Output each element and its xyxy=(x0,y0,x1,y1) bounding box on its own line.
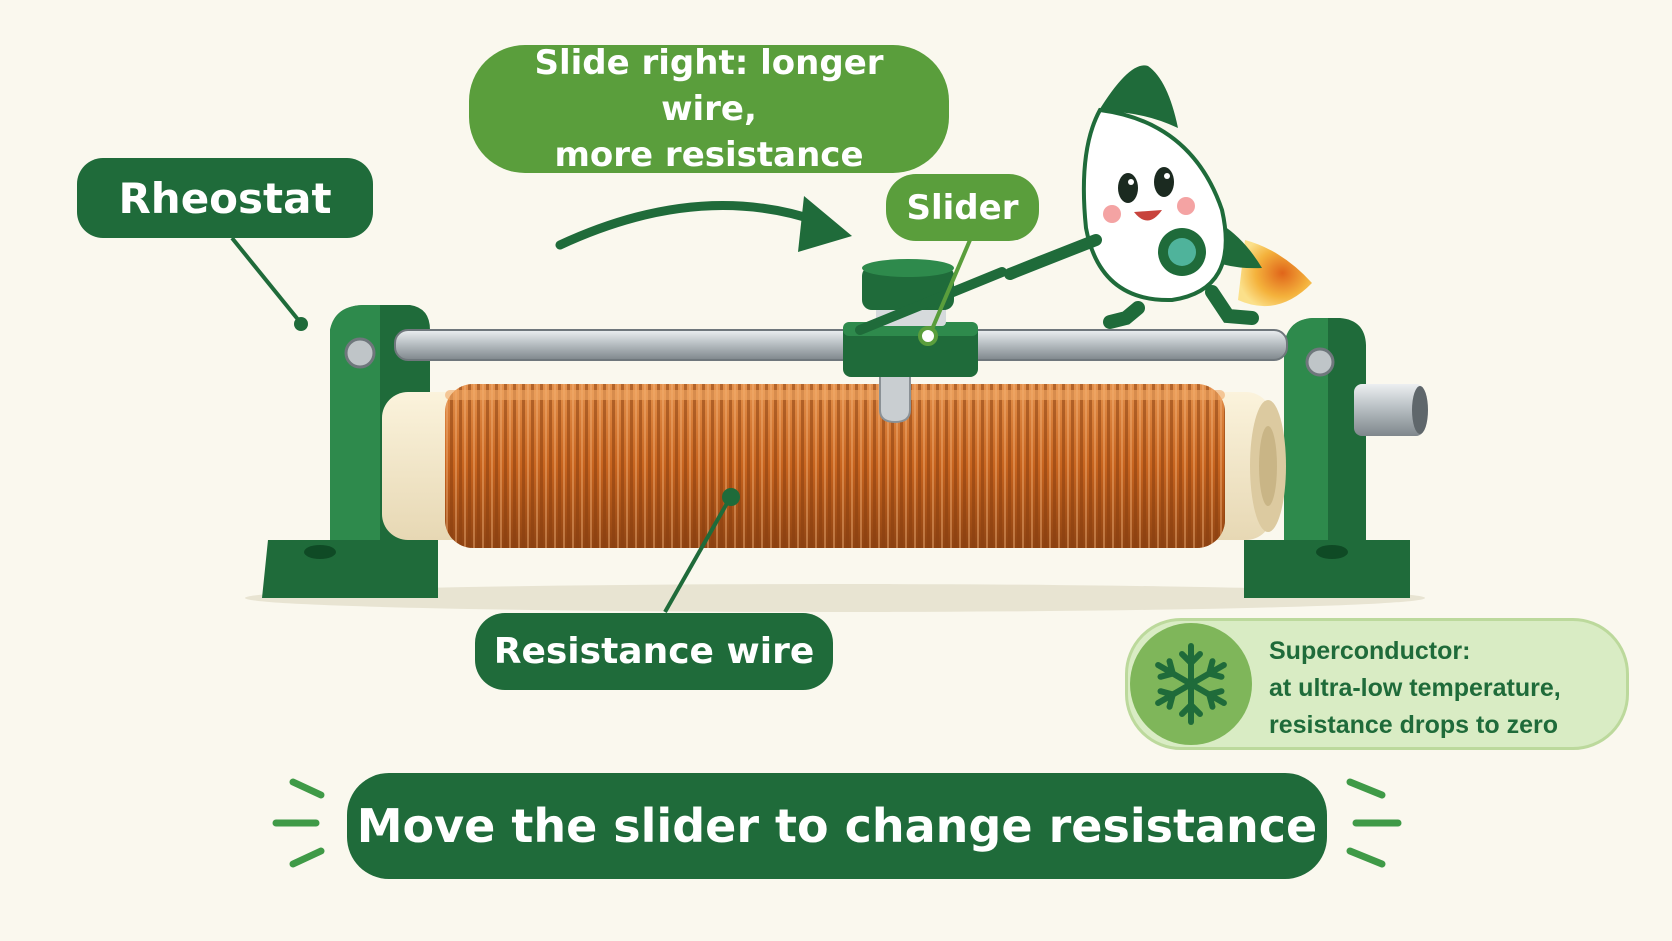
rheostat-label: Rheostat xyxy=(77,158,373,238)
superconductor-line-1: Superconductor: xyxy=(1269,637,1471,665)
bottom-banner: Move the slider to change resistance xyxy=(347,773,1327,879)
resistance-coil xyxy=(445,384,1225,548)
slide-right-callout: Slide right: longer wire, more resistanc… xyxy=(469,43,949,175)
superconductor-line-3: resistance drops to zero xyxy=(1269,711,1558,739)
guide-rod xyxy=(394,329,1288,361)
mascot xyxy=(855,65,1312,335)
snowflake-icon xyxy=(1155,643,1227,725)
slider-label: Slider xyxy=(886,174,1039,241)
superconductor-card: Superconductor: at ultra-low temperature… xyxy=(1125,618,1629,750)
snowflake-badge xyxy=(1130,623,1252,745)
ground-shadow xyxy=(245,584,1425,612)
slide-right-line-1: Slide right: longer wire, xyxy=(534,43,884,129)
flame-icon xyxy=(1238,240,1312,307)
leader-lines xyxy=(230,236,972,613)
superconductor-text: Superconductor: at ultra-low temperature… xyxy=(1269,633,1629,744)
slide-right-arrow xyxy=(555,196,852,252)
banner-emphasis-marks xyxy=(272,778,1402,868)
end-shaft xyxy=(1354,384,1428,436)
resistance-wire-label: Resistance wire xyxy=(475,613,833,690)
right-bracket xyxy=(1244,318,1410,598)
superconductor-line-2: at ultra-low temperature, xyxy=(1269,674,1561,702)
slide-right-line-2: more resistance xyxy=(554,135,864,175)
